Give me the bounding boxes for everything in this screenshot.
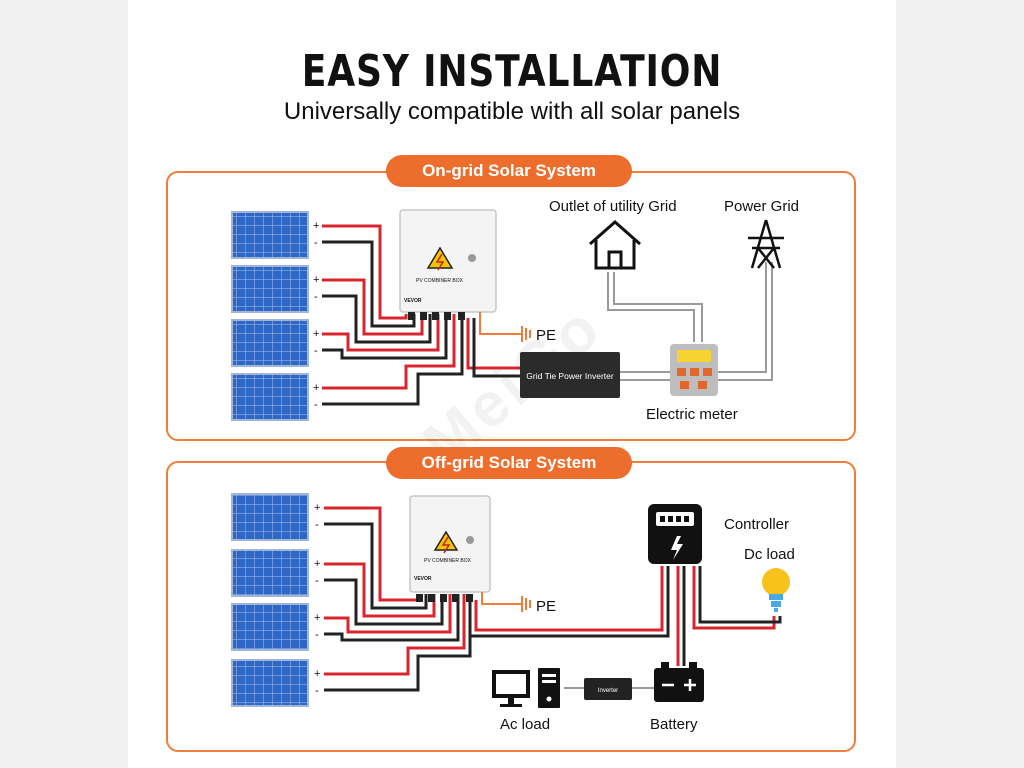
power-grid: Power Grid [724, 198, 799, 269]
dc-load-label: Dc load [744, 546, 795, 563]
electric-meter-label: Electric meter [646, 406, 738, 423]
minus-label: - [315, 685, 319, 697]
combiner-box-label: PV COMBINER BOX [416, 278, 464, 284]
solar-panel-1 [231, 211, 309, 259]
ongrid-panel-wires [322, 224, 464, 406]
wire-red [322, 224, 408, 320]
charge-controller: Controller [648, 504, 789, 564]
wire-red [324, 562, 436, 618]
minus-label: - [315, 575, 319, 587]
ongrid-solar-panels [231, 211, 309, 421]
wire-black [322, 314, 448, 360]
minus-label: - [314, 345, 318, 357]
solar-panel-3 [231, 603, 309, 651]
power-grid-label: Power Grid [724, 198, 799, 215]
minus-label: - [314, 291, 318, 303]
inverter-label: Grid Tie Power Inverter [526, 371, 614, 381]
brand-label: VEVOR [404, 298, 422, 304]
offgrid-combiner-box: PV COMBINER BOX VEVOR [409, 495, 491, 602]
installation-diagram: + - + - + - + - PV COMBINER BOX VEVOR [231, 198, 799, 733]
wire-red [324, 594, 466, 676]
wire-black [324, 522, 428, 610]
minus-label: - [314, 399, 318, 411]
ongrid-pe-ground: PE [479, 312, 556, 344]
house-icon [589, 220, 641, 270]
offgrid-polarity-labels: + - + - + - + - [314, 502, 320, 697]
wire-black [324, 578, 444, 626]
offgrid-pe-ground: PE [481, 592, 556, 615]
ac-load: Ac load [492, 668, 560, 733]
battery: Battery [650, 662, 704, 733]
offgrid-controller-wires [468, 566, 782, 666]
wire-red [324, 594, 452, 634]
solar-panel-3 [231, 319, 309, 367]
wire-black [322, 314, 464, 406]
inverter-label: Inverter [598, 688, 618, 694]
brand-label: VEVOR [414, 576, 432, 582]
plus-label: + [314, 558, 320, 570]
light-bulb-icon [762, 568, 790, 612]
solar-panel-1 [231, 493, 309, 541]
page-title: EASY INSTALLATION [301, 46, 723, 97]
wire-black [324, 594, 460, 642]
minus-label: - [314, 237, 318, 249]
pe-label: PE [536, 598, 556, 615]
minus-label: - [315, 519, 319, 531]
ongrid-combiner-box: PV COMBINER BOX VEVOR [399, 209, 497, 320]
electric-meter: Electric meter [646, 344, 738, 423]
offgrid-solar-panels [231, 493, 309, 707]
dc-load: Dc load [744, 546, 795, 612]
plus-label: + [314, 668, 320, 680]
page: EASY INSTALLATION Universally compatible… [128, 0, 896, 768]
solar-panel-4 [231, 659, 309, 707]
wire-black [322, 240, 416, 328]
outlet-label: Outlet of utility Grid [549, 198, 677, 215]
ac-load-label: Ac load [500, 716, 550, 733]
plus-label: + [313, 328, 319, 340]
plus-label: + [314, 612, 320, 624]
plus-label: + [314, 502, 320, 514]
wire-red [322, 314, 440, 352]
plus-label: + [313, 220, 319, 232]
battery-label: Battery [650, 716, 698, 733]
offgrid-inverter: Inverter [564, 678, 654, 700]
solar-panel-2 [231, 265, 309, 313]
solar-panel-2 [231, 549, 309, 597]
page-subtitle: Universally compatible with all solar pa… [283, 98, 741, 125]
ongrid-polarity-labels: + - + - + - + - [313, 220, 319, 411]
offgrid-section-title: Off-grid Solar System [386, 447, 632, 479]
grid-tie-inverter: Grid Tie Power Inverter [520, 352, 620, 398]
minus-label: - [315, 629, 319, 641]
plus-label: + [313, 274, 319, 286]
solar-panel-4 [231, 373, 309, 421]
ongrid-inverter-wires [466, 318, 522, 378]
plus-label: + [313, 382, 319, 394]
outlet-utility-grid: Outlet of utility Grid [549, 198, 677, 270]
pe-label: PE [536, 327, 556, 344]
transmission-tower-icon [748, 219, 784, 269]
computer-icon [492, 668, 560, 708]
wire-red [322, 278, 424, 336]
ongrid-grid-wires [607, 262, 773, 381]
ongrid-section-title: On-grid Solar System [386, 155, 632, 187]
combiner-box-label: PV COMBINER BOX [424, 558, 472, 564]
wire-black [322, 294, 432, 344]
wire-red [322, 314, 456, 390]
controller-label: Controller [724, 516, 789, 533]
